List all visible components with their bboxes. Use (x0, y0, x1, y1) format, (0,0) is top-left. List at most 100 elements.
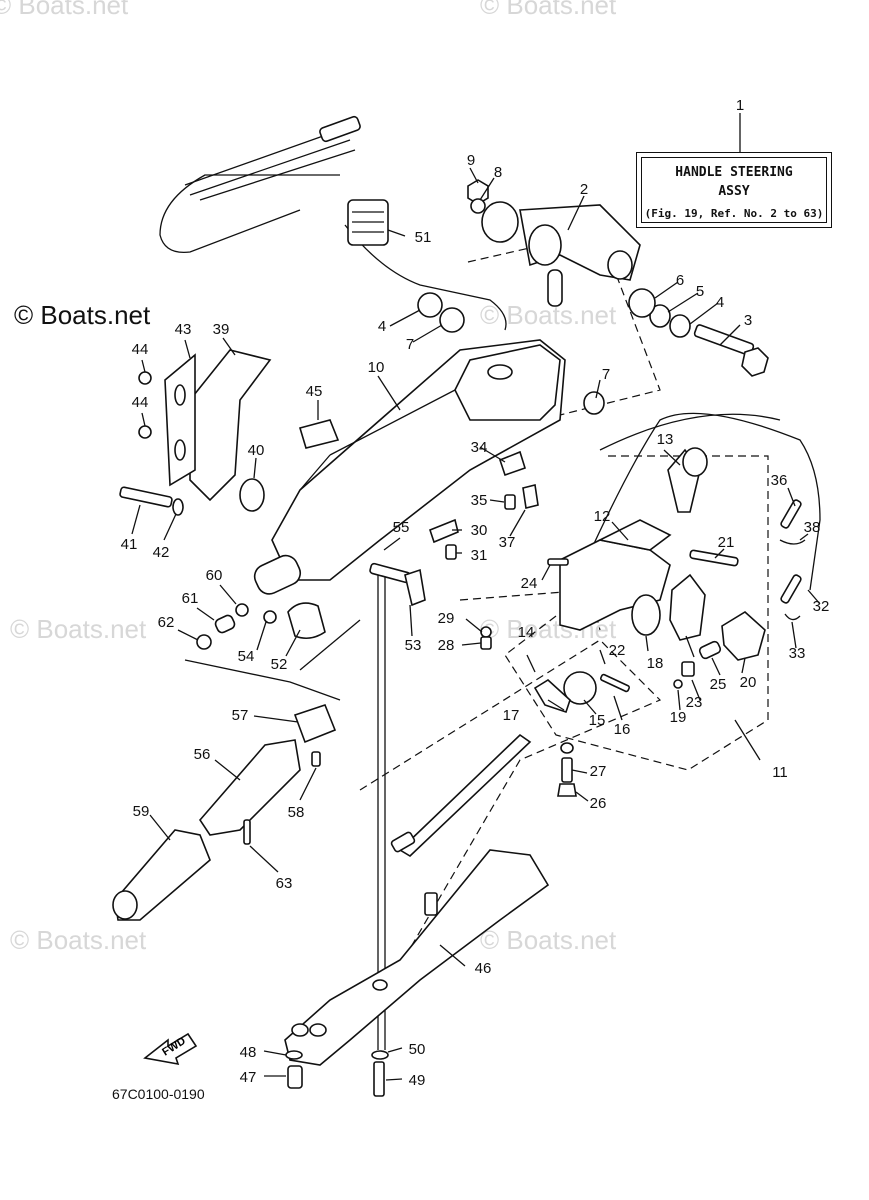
washer-4 (417, 292, 443, 318)
callout-54: 54 (238, 648, 255, 665)
callout-17: 17 (503, 707, 520, 724)
joint-32 (780, 574, 802, 604)
callout-12: 12 (594, 508, 611, 525)
pin-21 (689, 549, 739, 567)
callout-2: 2 (580, 181, 588, 198)
callout-15: 15 (589, 712, 606, 729)
callout-36: 36 (771, 472, 788, 489)
leader-line (184, 659, 341, 701)
callout-28: 28 (438, 637, 455, 654)
washer-50 (371, 1050, 389, 1060)
callout-41: 41 (121, 536, 138, 553)
callout-38: 38 (804, 519, 821, 536)
callout-9: 9 (467, 152, 475, 169)
callout-51: 51 (415, 229, 432, 246)
cable-line (344, 224, 507, 331)
assembly-label: HANDLE STEERING ASSY (Fig. 19, Ref. No. … (636, 152, 832, 228)
callout-50: 50 (409, 1041, 426, 1058)
copyright-notice: © Boats.net (14, 300, 151, 330)
callout-18: 18 (647, 655, 664, 672)
callout-63: 63 (276, 875, 293, 892)
throttle-56 (198, 739, 301, 836)
callout-4a: 4 (716, 294, 724, 311)
clip-37 (522, 484, 539, 509)
screw-58 (311, 751, 321, 767)
plate-18 (669, 573, 706, 641)
nut-60 (235, 603, 249, 617)
callout-24: 24 (521, 575, 538, 592)
watermark: © Boats.net (480, 300, 617, 330)
callout-22: 22 (609, 642, 626, 659)
screw-35 (504, 494, 516, 510)
callout-3: 3 (744, 312, 752, 329)
gear-15 (563, 671, 597, 705)
bolt-26 (557, 783, 577, 797)
callout-43: 43 (175, 321, 192, 338)
watermark: © Boats.net (10, 925, 147, 955)
diagram-code: 67C0100-0190 (112, 1086, 205, 1102)
callout-1: 1 (736, 97, 744, 114)
washer-22 (631, 594, 661, 636)
part-23 (681, 661, 695, 677)
washer-62 (196, 634, 212, 650)
screw-31 (445, 544, 457, 560)
cover-20 (721, 611, 766, 661)
nut-9 (467, 179, 489, 205)
bushing-6 (628, 288, 656, 318)
callout-32: 32 (813, 598, 830, 615)
bushing-7 (583, 391, 605, 415)
callout-5: 5 (696, 283, 704, 300)
callout-57: 57 (232, 707, 249, 724)
callout-leaders (131, 113, 821, 1081)
washer-48 (285, 1050, 303, 1060)
screw-44 (138, 425, 152, 439)
callout-44a: 44 (132, 341, 149, 358)
callout-8: 8 (494, 164, 502, 181)
callout-59: 59 (133, 803, 150, 820)
shaft (253, 554, 302, 595)
washer-8 (470, 198, 486, 214)
washer-4 (669, 314, 691, 338)
callout-7a: 7 (406, 336, 414, 353)
grip-59 (114, 829, 211, 921)
callout-31: 31 (471, 547, 488, 564)
callout-48: 48 (240, 1044, 257, 1061)
callout-61: 61 (182, 590, 199, 607)
screw-54 (263, 610, 277, 624)
callout-62: 62 (158, 614, 175, 631)
pin-16 (599, 673, 631, 693)
screw-44 (138, 371, 152, 385)
watermark: © Boats.net (480, 925, 617, 955)
washer-5 (649, 304, 671, 328)
fwd-arrow (143, 1032, 198, 1066)
screw-24 (547, 558, 569, 566)
callout-52: 52 (271, 656, 288, 673)
control-cable (559, 412, 821, 621)
callout-16: 16 (614, 721, 631, 738)
callout-46: 46 (475, 960, 492, 977)
callout-4b: 4 (378, 318, 386, 335)
control-cable (599, 413, 781, 451)
bolt-53 (369, 562, 411, 584)
callout-7b: 7 (602, 366, 610, 383)
callout-14: 14 (518, 624, 535, 641)
bushing-7 (439, 307, 465, 333)
label-45 (298, 419, 340, 449)
joint-36 (780, 499, 802, 529)
callout-34: 34 (471, 439, 488, 456)
callout-45: 45 (306, 383, 323, 400)
callout-23: 23 (686, 694, 703, 711)
arm-17 (533, 679, 571, 714)
callout-53: 53 (405, 637, 422, 654)
callout-33: 33 (789, 645, 806, 662)
callout-40: 40 (248, 442, 265, 459)
callout-25: 25 (710, 676, 727, 693)
callout-55: 55 (393, 519, 410, 536)
callout-44b: 44 (132, 394, 149, 411)
collar-52 (287, 602, 326, 640)
callout-56: 56 (194, 746, 211, 763)
washer-42 (172, 498, 184, 516)
screw-63 (243, 819, 251, 845)
